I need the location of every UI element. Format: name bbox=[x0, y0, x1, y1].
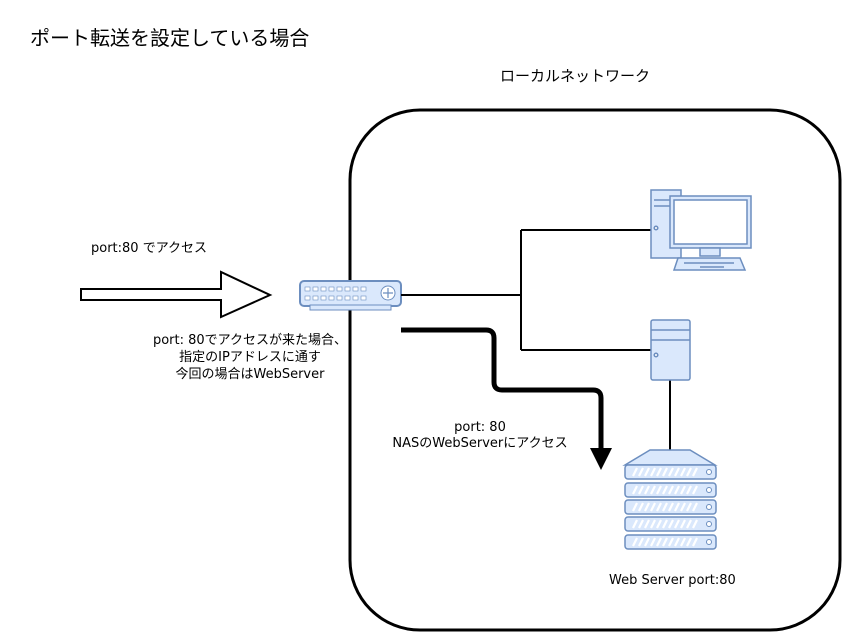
desktop-pc-icon bbox=[650, 189, 752, 271]
router-note-line: 指定のIPアドレスに通す bbox=[179, 350, 321, 365]
lan-label: ローカルネットワーク bbox=[500, 67, 651, 85]
router-note-line: 今回の場合はWebServer bbox=[175, 367, 325, 382]
router-icon bbox=[299, 280, 402, 311]
rack-server-icon bbox=[622, 449, 718, 550]
nas-note-line: NASのWebServerにアクセス bbox=[392, 436, 568, 451]
nas-access-note: port: 80 NASのWebServerにアクセス bbox=[380, 420, 580, 452]
external-access-label: port:80 でアクセス bbox=[91, 241, 208, 256]
arrow-icon bbox=[80, 270, 273, 319]
network-links bbox=[401, 229, 671, 450]
tower-server-icon bbox=[650, 319, 691, 381]
page-title: ポート転送を設定している場合 bbox=[30, 26, 310, 50]
nas-note-line: port: 80 bbox=[454, 420, 506, 435]
webserver-label: Web Server port:80 bbox=[609, 573, 736, 588]
router-note-line: port: 80でアクセスが来た場合、 bbox=[152, 333, 348, 348]
flow-arrow bbox=[401, 327, 612, 470]
lan-boundary bbox=[348, 108, 842, 632]
router-note: port: 80でアクセスが来た場合、 指定のIPアドレスに通す 今回の場合はW… bbox=[140, 332, 360, 383]
